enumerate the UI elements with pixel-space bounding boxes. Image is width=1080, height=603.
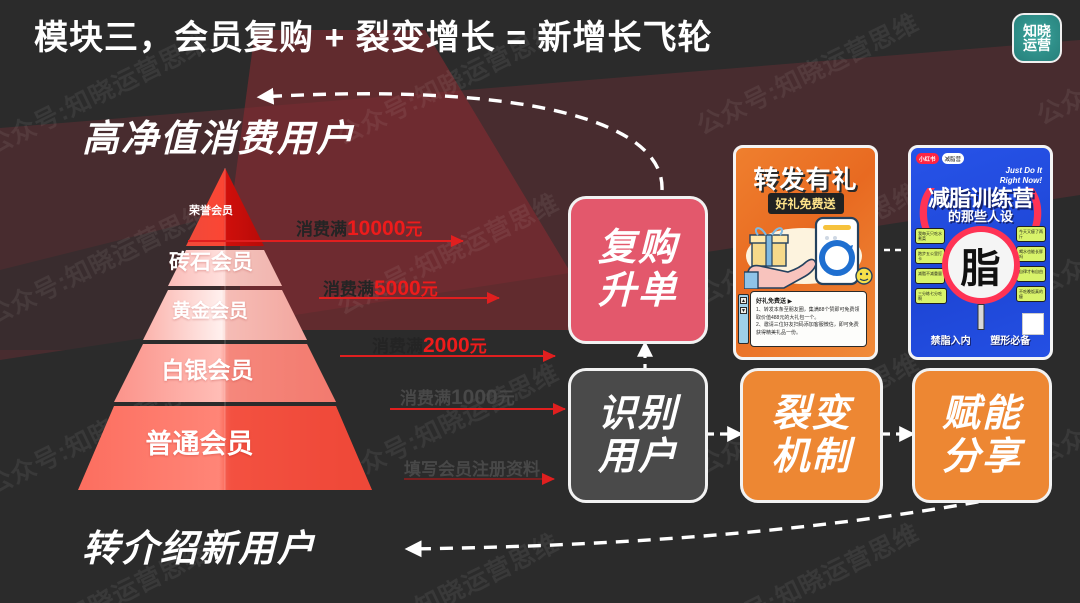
no-fat-sign-char: 脂 (960, 247, 1001, 291)
bubble-3: 减脂不减重量 (915, 268, 945, 284)
spend-prefix-1: 消费满 (296, 220, 347, 239)
spend-amount-2: 5000 (374, 277, 421, 300)
poster-fat-camp-foot-right: 塑形必备 (990, 336, 1031, 347)
poster-fat-camp-tag-right: 减脂营 (941, 153, 965, 164)
flow-box-repurchase-line2: 升单 (597, 270, 678, 312)
bubble-4: 三分练七分吃啊 (915, 288, 947, 304)
flow-box-fission-line1: 裂变 (771, 392, 852, 435)
pyramid-tier-label-5: 普通会员 (145, 429, 254, 459)
spend-arrow-4 (390, 403, 566, 415)
spend-row-3: 消费满2000元 (372, 332, 487, 358)
qr-code-icon (1022, 313, 1044, 335)
poster-fat-camp-english: Just Do It Right Now! (1000, 166, 1042, 186)
poster-fat-camp-english-line2: Right Now! (999, 176, 1042, 185)
flow-box-identify-line1: 识别 (597, 392, 678, 435)
logo-line-2: 运营 (1023, 37, 1051, 53)
flow-box-empower-line2: 分享 (941, 435, 1022, 478)
spend-arrow-3 (340, 350, 556, 362)
bubble-6: 喝水也能长胖吗 (1016, 246, 1046, 262)
poster-share-gift-card-heading: 好礼免费送 ▶ (756, 299, 793, 305)
logo-line-1: 知晓 (1023, 22, 1051, 39)
flow-box-identify-user[interactable]: 识别 用户 (568, 368, 708, 503)
spend-amount-3: 2000 (423, 334, 470, 357)
scroll-down-icon[interactable]: ▼ (740, 307, 747, 314)
bubble-8: 不吃晚饭真的瘦 (1016, 286, 1046, 302)
pyramid-tier-label-1: 荣誉会员 (189, 205, 233, 217)
flow-box-repurchase-line1: 复购 (597, 227, 678, 270)
flow-box-identify-line2: 用户 (597, 435, 678, 478)
watermark: 公众号:知晓运营思维 (332, 528, 564, 603)
spend-unit-1: 元 (405, 220, 423, 239)
spend-amount-4: 1000 (451, 386, 498, 409)
page-title: 模块三，会员复购 + 裂变增长 = 新增长飞轮 (34, 19, 713, 57)
bubble-7: 自律才有自由 (1016, 266, 1046, 282)
flow-box-fission-line2: 机制 (771, 435, 852, 478)
flow-box-repurchase[interactable]: 复购 升单 (568, 196, 708, 344)
poster-fat-camp-tags: 小红书 减脂营 (916, 153, 965, 164)
spend-prefix-3: 消费满 (372, 337, 423, 356)
bracket-left-icon: ( (917, 179, 935, 239)
membership-pyramid: 荣誉会员 砖石会员 黄金会员 白银会员 普通会员 (60, 168, 390, 508)
bubble-5: 今天又瘦了两斤 (1016, 226, 1046, 242)
watermark: 公众号:知晓运营思维 (692, 518, 924, 603)
flow-box-empower-line1: 赋能 (941, 392, 1022, 435)
pyramid-tier-label-3: 黄金会员 (171, 301, 248, 322)
poster-fat-camp-title: 减脂训练营 (927, 186, 1034, 211)
spend-prefix-4: 消费满 (400, 389, 451, 408)
register-note: 填写会员注册资料 (404, 460, 540, 479)
spend-arrow-2 (319, 292, 500, 304)
watermark: 公众号:知晓运营思维 (692, 8, 924, 141)
label-high-value-users: 高净值消费用户 (82, 118, 355, 159)
scroll-up-icon[interactable]: ▲ (740, 297, 747, 304)
register-note-row: 填写会员注册资料 (404, 455, 540, 480)
no-fat-sign-icon: 脂 (941, 226, 1020, 304)
pyramid-tier-label-4: 白银会员 (161, 357, 254, 383)
spend-amount-1: 10000 (347, 217, 406, 240)
bubble-2: 跑步五公里打卡 (915, 248, 945, 264)
spend-unit-2: 元 (420, 280, 438, 299)
spend-row-1: 消费满10000元 (296, 215, 422, 241)
pyramid-tier-label-2: 砖石会员 (169, 251, 253, 274)
label-referred-new-users: 转介绍新用户 (82, 528, 316, 569)
poster-share-gift-title: 转发有礼 (753, 166, 858, 194)
poster-share-gift[interactable]: 转发有礼 好礼免费送 ▲ ▼ 好礼免 (733, 145, 878, 360)
spend-prefix-2: 消费满 (323, 280, 374, 299)
poster-fat-camp-foot-left: 禁脂入内 (930, 336, 971, 347)
spend-unit-4: 元 (497, 389, 515, 408)
poster-fat-camp-english-line1: Just Do It (1005, 166, 1042, 175)
spend-row-4: 消费满1000元 (400, 384, 515, 410)
poster-share-gift-subtitle: 好礼免费送 (767, 193, 844, 214)
poster-fat-camp-subtitle: 的那些人设 (947, 209, 1013, 224)
poster-fat-camp-footer: 禁脂入内 塑形必备 (911, 332, 1050, 347)
spend-unit-3: 元 (469, 337, 487, 356)
poster-share-gift-card-line1: 1、转发本条至朋友圈，集满88个赞即可免费领取价值488元的大礼包一个。 (756, 307, 860, 321)
bubble-1: 我每天只吃水煮菜 (915, 228, 945, 244)
sign-pole (977, 304, 984, 330)
bracket-right-icon: ) (1026, 179, 1044, 239)
spend-arrow-1 (188, 235, 464, 247)
poster-fat-camp-tag-left: 小红书 (916, 153, 939, 164)
flow-box-fission-mechanism[interactable]: 裂变 机制 (740, 368, 883, 503)
flow-box-empower-share[interactable]: 赋能 分享 (912, 368, 1052, 503)
poster-share-gift-illustration (744, 216, 873, 289)
poster-share-gift-rules-card: 好礼免费送 ▶ 1、转发本条至朋友圈，集满88个赞即可免费领取价值488元的大礼… (750, 291, 867, 347)
poster-share-gift-scrollbar[interactable]: ▲ ▼ (738, 294, 749, 344)
poster-fat-camp[interactable]: 小红书 减脂营 Just Do It Right Now! ( ) 减脂训练营 … (908, 145, 1053, 360)
brand-logo: 知晓 运营 (1012, 13, 1062, 63)
spend-row-2: 消费满5000元 (323, 275, 438, 301)
poster-share-gift-card-line2: 2、邀请三位好友扫码添加客服微信，即可免费获得精美礼品一份。 (756, 322, 859, 336)
register-note-line (404, 473, 555, 485)
